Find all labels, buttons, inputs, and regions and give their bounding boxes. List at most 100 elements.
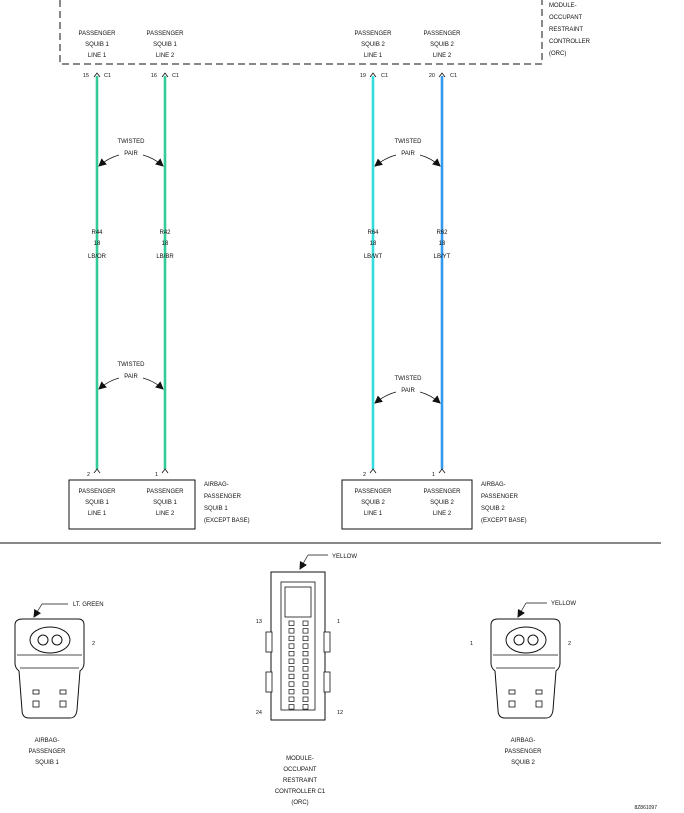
airbag-pin-markers: 2 1 2 1 — [87, 468, 446, 478]
wire-gauge-label: 18 — [162, 241, 169, 247]
connector-color-label: LT. GREEN — [73, 602, 104, 608]
connector-id: C1 — [381, 73, 388, 79]
terminal-cavity — [288, 635, 295, 642]
pin-chevron — [93, 468, 101, 474]
twisted-pair-1-bottom: TWISTED PAIR — [98, 362, 164, 390]
pin-chevron — [369, 72, 377, 78]
twisted-pair-label: PAIR — [124, 374, 138, 380]
pin-number: 2 — [92, 641, 95, 647]
airbag-pin-label: PASSENGER — [79, 489, 117, 495]
terminal-cavity — [288, 643, 295, 649]
terminal-cavity — [302, 658, 309, 664]
orc-name-line: RESTRAINT — [549, 27, 583, 33]
pin-chevron — [438, 72, 446, 78]
latch-slot — [508, 700, 516, 708]
pin-number: 2 — [568, 641, 571, 647]
twisted-pair-2-top: TWISTED PAIR — [374, 139, 441, 167]
terminal-cavity — [302, 651, 309, 657]
wire-circuit-label: R64 — [367, 230, 379, 236]
terminal-cavity — [288, 658, 295, 664]
terminal-cavity — [302, 620, 309, 626]
airbag-name-line: (EXCEPT BASE) — [481, 518, 527, 524]
twisted-pair-label: TWISTED — [395, 376, 423, 382]
orc-pin-label: SQUIB 2 — [430, 42, 454, 48]
pin-number: 1 — [470, 641, 473, 647]
airbag-name-line: PASSENGER — [481, 494, 519, 500]
terminal-pin — [51, 634, 63, 646]
wire-color-label: LB/OR — [88, 254, 107, 260]
pin-number: 12 — [337, 710, 343, 716]
terminal-pin — [513, 634, 525, 646]
connector-face — [280, 581, 316, 711]
twisted-pair-label: TWISTED — [118, 139, 146, 145]
wire-circuit-label: R44 — [91, 230, 103, 236]
twisted-pair-label: PAIR — [124, 151, 138, 157]
wire-circuit-label: R62 — [436, 230, 448, 236]
airbag-pin-label: SQUIB 2 — [361, 500, 385, 506]
orc-pin-label: LINE 1 — [364, 53, 383, 59]
connector-id: C1 — [172, 73, 179, 79]
connector-lock — [284, 586, 312, 618]
leader-arrow — [33, 603, 43, 618]
terminal-cavity — [302, 704, 309, 710]
terminal-cavity — [29, 626, 71, 654]
airbag-pin-label: LINE 2 — [433, 511, 452, 517]
orc-cavity-labels: 15 C1 16 C1 19 C1 20 C1 — [83, 73, 457, 79]
connector-color-label: YELLOW — [332, 554, 357, 560]
terminal-cavity — [288, 704, 295, 710]
latch-slot — [508, 689, 516, 695]
connector-name-line: PASSENGER — [29, 749, 67, 755]
airbag-pin-label: PASSENGER — [355, 489, 393, 495]
connector-name-line: OCCUPANT — [283, 767, 317, 773]
terminal-cavity — [288, 673, 295, 680]
airbag-name-line: (EXCEPT BASE) — [204, 518, 250, 524]
connector-name-line: SQUIB 2 — [511, 760, 535, 766]
twisted-pair-label: PAIR — [401, 151, 415, 157]
pin-number: 24 — [256, 710, 262, 716]
side-rib — [323, 631, 331, 653]
airbag-pin-label: LINE 1 — [88, 511, 107, 517]
orc-pin-label: SQUIB 1 — [153, 42, 177, 48]
wire-gauge-label: 18 — [94, 241, 101, 247]
twisted-pair-label: PAIR — [401, 388, 415, 394]
pin-chevron — [161, 468, 169, 474]
latch-slot — [32, 689, 40, 695]
airbag-squib2-box: PASSENGER SQUIB 2 LINE 1 PASSENGER SQUIB… — [341, 479, 527, 530]
cavity-number: 16 — [151, 73, 157, 79]
twisted-pair-1-top: TWISTED PAIR — [98, 139, 164, 167]
twisted-pair-arrow — [419, 391, 441, 404]
airbag-name-line: PASSENGER — [204, 494, 242, 500]
wire-gauge-label: 18 — [370, 241, 377, 247]
twisted-pair-arrow — [142, 377, 164, 390]
pin-chevron — [93, 72, 101, 78]
twisted-pair-label: TWISTED — [395, 139, 423, 145]
airbag-pin-label: PASSENGER — [147, 489, 185, 495]
pin-chevron — [161, 72, 169, 78]
pin-number: 1 — [337, 619, 340, 625]
pin-number: 2 — [363, 472, 366, 478]
connector-name-line: (ORC) — [291, 800, 308, 806]
connector-orc-c1-view: YELLOW 13 1 24 12 MODULE- OCCUPANT RESTR… — [256, 554, 357, 806]
wire-labels: R44 18 LB/OR R42 18 LB/BR R64 18 LB/WT R… — [88, 230, 451, 260]
airbag-pin-label: SQUIB 1 — [85, 500, 109, 506]
airbag-name-line: SQUIB 2 — [481, 506, 505, 512]
latch-slot — [59, 689, 67, 695]
orc-pin-label: SQUIB 1 — [85, 42, 109, 48]
cavity-number: 19 — [360, 73, 366, 79]
connector-housing — [270, 571, 326, 721]
leader-arrow — [299, 554, 309, 570]
terminal-cavity — [302, 635, 309, 642]
latch-slot — [59, 700, 67, 708]
terminal-cavity — [288, 696, 295, 702]
orc-pin-label: LINE 2 — [156, 53, 175, 59]
airbag-pin-label: LINE 2 — [156, 511, 175, 517]
orc-pin-label: LINE 1 — [88, 53, 107, 59]
cavity-number: 15 — [83, 73, 89, 79]
terminal-cavity-grid — [288, 620, 309, 710]
wire-gauge-label: 18 — [439, 241, 446, 247]
top-pin-chevrons — [93, 72, 446, 78]
pin-number: 1 — [432, 472, 435, 478]
twisted-pair-label: TWISTED — [118, 362, 146, 368]
connector-squib2-view: YELLOW 1 2 AIRBAG- PASSENGER SQUIB 2 — [470, 601, 576, 766]
